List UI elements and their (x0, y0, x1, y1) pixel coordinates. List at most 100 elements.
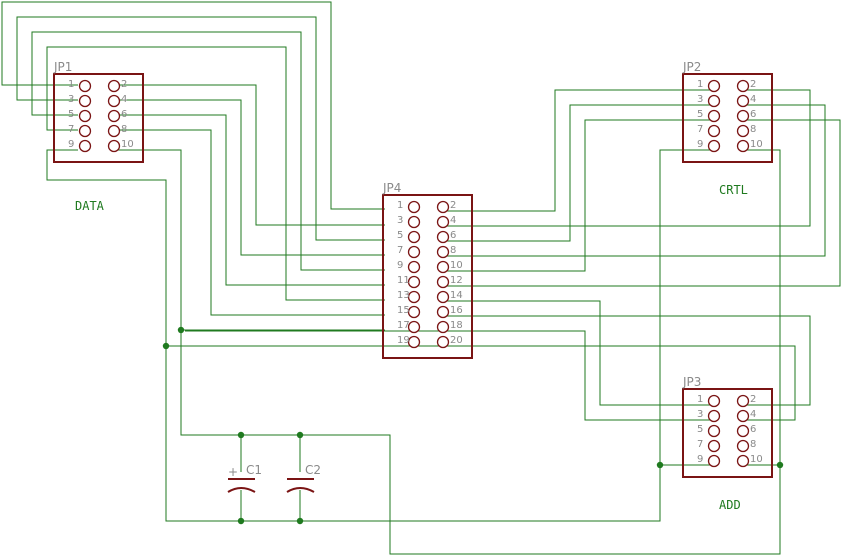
capacitor-ref-label: C2 (305, 463, 321, 477)
pin-number-label: 3 (697, 409, 703, 420)
pin-pad (736, 139, 750, 153)
pin-number-label: 6 (450, 230, 456, 241)
pin-pad (407, 305, 421, 319)
pin-number-label: 4 (750, 94, 756, 105)
pin-pad (736, 424, 750, 438)
pin-number-label: 12 (450, 275, 463, 286)
capacitor-plate-curved (227, 487, 256, 493)
pin-pad (436, 230, 450, 244)
pin-pad (107, 94, 121, 108)
pin-number-label: 9 (697, 454, 703, 465)
pin-pad (707, 139, 721, 153)
wire-jp1-6 (115, 114, 385, 286)
junction-dot (656, 461, 664, 469)
wire-jp4-12 (445, 119, 841, 287)
wire-jp4-18 (185, 330, 714, 421)
capacitor-ref-label: C1 (246, 463, 262, 477)
wire-jp4-8 (445, 104, 826, 257)
pin-pad (107, 139, 121, 153)
pin-number-label: 2 (750, 394, 756, 405)
pin-pad (436, 290, 450, 304)
pin-number-label: 8 (450, 245, 456, 256)
pin-number-label: 4 (450, 215, 456, 226)
connector-ref-label: JP3 (682, 375, 701, 389)
pin-pad (707, 424, 721, 438)
pin-number-label: 3 (68, 94, 74, 105)
pin-pad (407, 275, 421, 289)
connector-body (382, 194, 473, 359)
pin-pad (736, 409, 750, 423)
pin-pad (707, 409, 721, 423)
connector-body (682, 388, 773, 478)
pin-pad (407, 230, 421, 244)
connector-ref-label: JP2 (682, 60, 701, 74)
pin-pad (736, 109, 750, 123)
junction-dot (237, 431, 245, 439)
pin-number-label: 7 (68, 124, 74, 135)
pin-pad (407, 245, 421, 259)
pin-pad (707, 454, 721, 468)
pin-pad (107, 109, 121, 123)
junction-dot (162, 342, 170, 350)
junction-dot (296, 431, 304, 439)
pin-number-label: 6 (750, 424, 756, 435)
pin-number-label: 13 (397, 290, 410, 301)
wire-jp1-7 (46, 46, 385, 301)
pin-pad (736, 394, 750, 408)
pin-pad (736, 454, 750, 468)
pin-number-label: 8 (750, 124, 756, 135)
pin-number-label: 2 (450, 200, 456, 211)
pin-number-label: 10 (750, 454, 763, 465)
pin-pad (736, 79, 750, 93)
pin-number-label: 6 (121, 109, 127, 120)
pin-pad (78, 79, 92, 93)
pin-number-label: 20 (450, 335, 463, 346)
pin-number-label: 10 (750, 139, 763, 150)
net-label-data: DATA (75, 199, 105, 213)
wire-jp4-6 (445, 104, 714, 242)
pin-number-label: 5 (697, 109, 703, 120)
pin-number-label: 10 (450, 260, 463, 271)
pin-number-label: 2 (121, 79, 127, 90)
pin-pad (736, 439, 750, 453)
junction-dot (776, 461, 784, 469)
net-label-add: ADD (719, 498, 741, 512)
pin-pad (707, 94, 721, 108)
pin-number-label: 9 (397, 260, 403, 271)
wire-jp3-10-down (180, 330, 781, 555)
pin-pad (707, 124, 721, 138)
pin-pad (707, 109, 721, 123)
pin-number-label: 19 (397, 335, 410, 346)
pin-number-label: 3 (697, 94, 703, 105)
pin-pad (736, 94, 750, 108)
pin-pad (407, 260, 421, 274)
pin-number-label: 9 (68, 139, 74, 150)
pin-number-label: 5 (68, 109, 74, 120)
wire-jp2-9 (659, 149, 714, 465)
connector-body (53, 73, 144, 163)
pin-number-label: 9 (697, 139, 703, 150)
net-label-crtl: CRTL (719, 183, 748, 197)
pin-number-label: 5 (397, 230, 403, 241)
wire-jp1-2 (115, 84, 385, 226)
pin-number-label: 8 (121, 124, 127, 135)
pin-pad (407, 290, 421, 304)
junction-dot (296, 517, 304, 525)
pin-pad (436, 245, 450, 259)
wire-jp1-10 (115, 149, 385, 331)
pin-pad (736, 124, 750, 138)
pin-number-label: 4 (121, 94, 127, 105)
pin-pad (436, 335, 450, 349)
pin-number-label: 17 (397, 320, 410, 331)
pin-pad (78, 94, 92, 108)
pin-number-label: 8 (750, 439, 756, 450)
connector-ref-label: JP1 (53, 60, 72, 74)
capacitor-polarity-mark: + (228, 465, 238, 479)
wire-jp4-10 (445, 119, 714, 272)
pin-number-label: 7 (397, 245, 403, 256)
wire-jp4-4 (445, 89, 811, 227)
pin-number-label: 10 (121, 139, 134, 150)
